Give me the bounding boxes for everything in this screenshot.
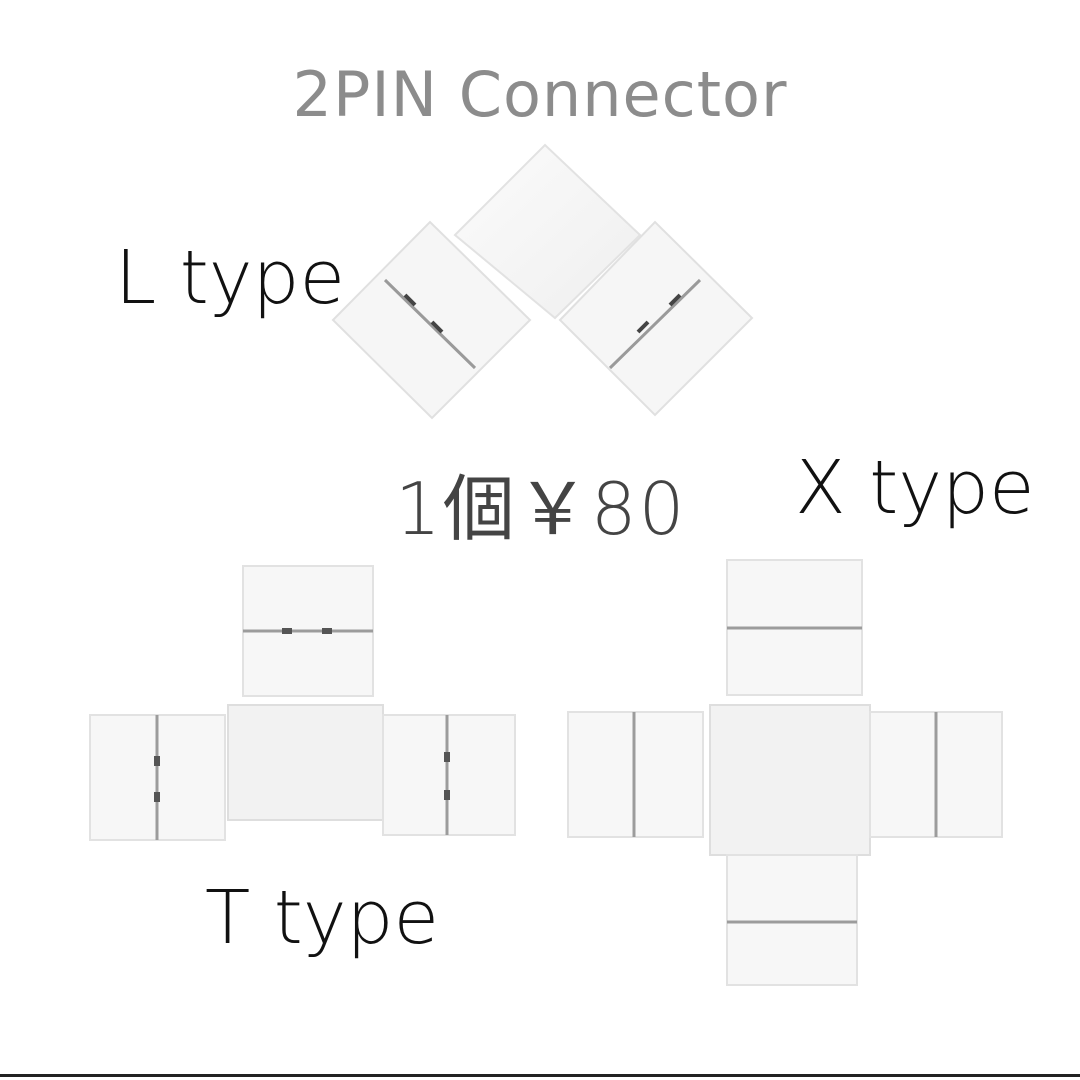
l-type-connector (331, 143, 754, 420)
page-title: 2PIN Connector (292, 58, 788, 131)
t-type-label: T type (205, 875, 440, 961)
t-type-connector (89, 565, 516, 841)
price-label: 1個￥80 (395, 467, 687, 551)
bottom-border (0, 1074, 1080, 1077)
l-type-label: L type (115, 235, 346, 321)
x-type-connector (567, 559, 1003, 986)
x-type-label: X type (795, 445, 1035, 531)
